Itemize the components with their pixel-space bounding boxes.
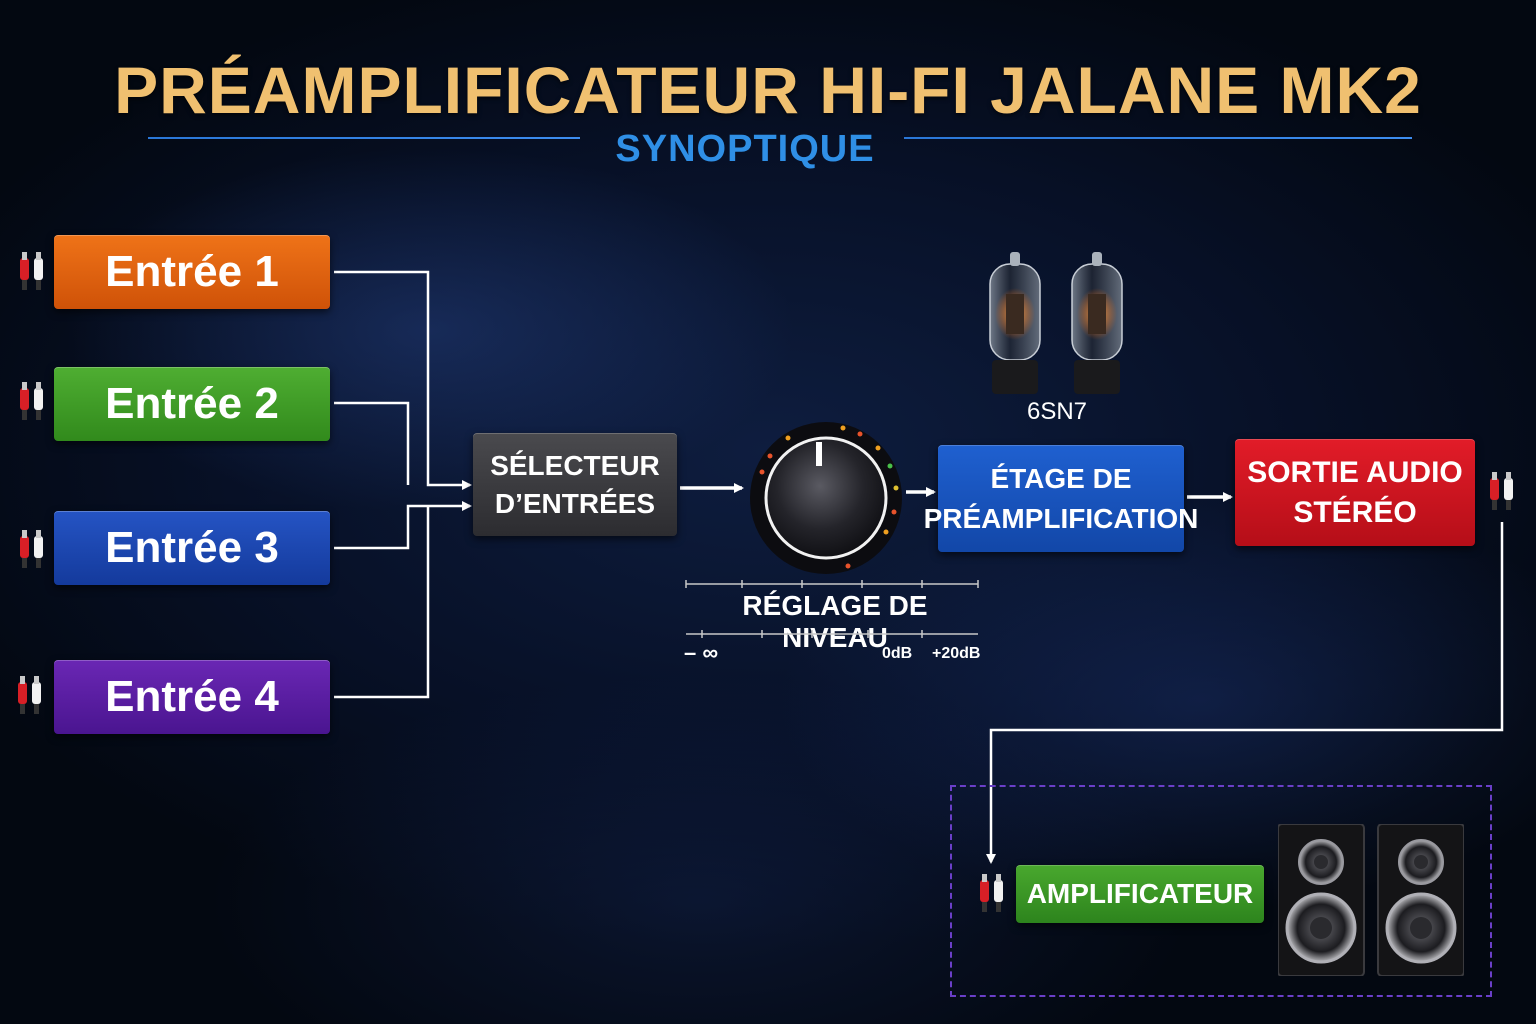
speaker-icon: [1278, 824, 1464, 976]
level-control-label: RÉGLAGE DE NIVEAU: [742, 590, 928, 653]
level-scale: [685, 580, 979, 638]
level-scale-max: +20dB: [932, 645, 981, 662]
preamp-line-1: ÉTAGE DE: [990, 462, 1132, 494]
line-input-4: [334, 506, 430, 699]
rca-plug-icon: [20, 382, 43, 420]
rca-plug-icon: [1490, 472, 1513, 510]
output-line-2: STÉRÉO: [1293, 495, 1417, 529]
selector-line-1: SÉLECTEUR: [490, 449, 660, 481]
tube-label: 6SN7: [1026, 398, 1088, 425]
diagram-subtitle: SYNOPTIQUE: [615, 128, 875, 170]
volume-knob-icon[interactable]: [748, 420, 904, 576]
input-selector-block[interactable]: SÉLECTEUR D’ENTRÉES: [473, 433, 677, 536]
vacuum-tube-icon: [989, 252, 1123, 394]
line-output-amplifier: [986, 522, 1504, 864]
preamp-line-2: PRÉAMPLIFICATION: [923, 502, 1199, 534]
rca-plug-icon: [20, 530, 43, 568]
amplifier-zone: [950, 785, 1492, 997]
level-scale-mid: 0dB: [882, 645, 913, 662]
title-rule-left: [148, 137, 580, 139]
level-scale-min: – ∞: [684, 640, 719, 665]
stereo-output-block[interactable]: SORTIE AUDIO STÉRÉO: [1235, 439, 1475, 546]
rca-plug-icon: [18, 676, 41, 714]
line-input-2: [334, 401, 410, 485]
diagram-title: PRÉAMPLIFICATEUR HI-FI JALANE MK2: [114, 53, 1422, 127]
title-rule-right: [904, 137, 1412, 139]
rca-plug-icon: [20, 252, 43, 290]
input-3-box[interactable]: Entrée 3: [54, 511, 330, 585]
amplifier-block[interactable]: AMPLIFICATEUR: [1016, 865, 1264, 923]
output-line-1: SORTIE AUDIO: [1247, 455, 1463, 489]
line-input-1: [334, 270, 472, 490]
input-2-box[interactable]: Entrée 2: [54, 367, 330, 441]
line-input-3: [334, 501, 472, 550]
rca-plug-icon: [980, 874, 1003, 912]
input-4-box[interactable]: Entrée 4: [54, 660, 330, 734]
selector-line-2: D’ENTRÉES: [494, 487, 656, 519]
preamp-stage-block[interactable]: ÉTAGE DE PRÉAMPLIFICATION: [924, 445, 1198, 552]
input-1-box[interactable]: Entrée 1: [54, 235, 330, 309]
